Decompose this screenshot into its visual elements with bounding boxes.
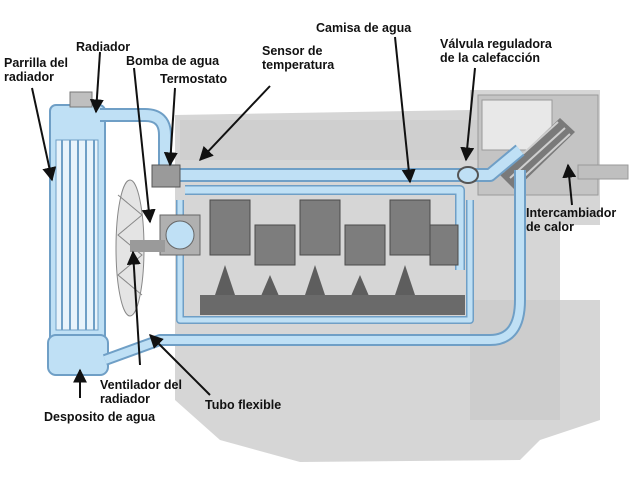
parrilla-label: Parrilla del radiador	[4, 56, 68, 84]
ventilador-label-line1: Ventilador del	[100, 378, 182, 392]
valvula-label-line2: de la calefacción	[440, 51, 541, 65]
valvula-label-line1: Válvula reguladora	[440, 37, 552, 51]
parrilla-label-line2: radiador	[4, 70, 55, 84]
intercambiador-label: Intercambiador de calor	[526, 206, 616, 234]
arrow-icon	[31, 36, 577, 398]
sensor-label-line2: temperatura	[262, 58, 335, 72]
ventilador-label-line2: radiador	[100, 392, 151, 406]
radiator-cap-icon	[69, 91, 93, 108]
termostato-label: Termostato	[160, 72, 228, 86]
fan-icon	[115, 179, 165, 317]
deposito-label: Desposito de agua	[44, 410, 156, 424]
tubo-label: Tubo flexible	[205, 398, 282, 412]
piston-icon	[200, 199, 465, 315]
sensor-label: Sensor de temperatura	[262, 44, 334, 72]
intercambiador-label-line1: Intercambiador	[526, 206, 617, 220]
camisa-label: Camisa de agua	[316, 21, 412, 35]
water-pump	[159, 214, 201, 256]
intercambiador-label-line2: de calor	[526, 220, 574, 234]
ventilador-label: Ventilador del radiador	[100, 378, 182, 406]
radiador-label: Radiador	[76, 40, 131, 54]
sensor-label-line1: Sensor de	[262, 44, 323, 58]
thermostat	[151, 164, 181, 188]
parrilla-label-line1: Parrilla del	[4, 56, 68, 70]
radiator	[47, 104, 109, 376]
valvula-label: Válvula reguladora de la calefacción	[440, 37, 552, 65]
valve-icon	[457, 166, 479, 184]
heater-core-icon	[477, 94, 629, 196]
bomba-label: Bomba de agua	[126, 54, 220, 68]
